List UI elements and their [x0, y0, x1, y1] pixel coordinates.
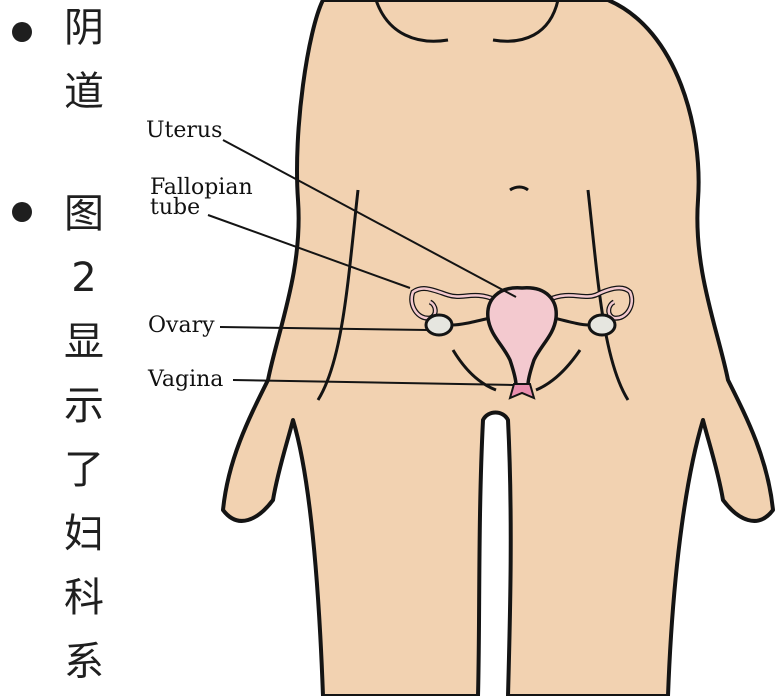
bullet-dot — [12, 202, 32, 222]
bullet-list: 阴道 图2显示了妇科系 — [0, 0, 120, 696]
label-tube: tube — [150, 195, 200, 220]
bullet-dot — [12, 22, 32, 42]
label-vagina: Vagina — [147, 367, 223, 392]
ovary-right — [589, 315, 615, 335]
bullet-text-vagina: 阴道 — [60, 0, 108, 124]
body-silhouette — [223, 0, 773, 696]
anatomy-diagram: Uterus Fallopian tube Ovary Vagina — [118, 0, 778, 696]
label-uterus: Uterus — [146, 118, 222, 143]
anatomy-figure: Uterus Fallopian tube Ovary Vagina — [118, 0, 778, 696]
ovary-left — [426, 315, 452, 335]
bullet-text-figure-caption: 图2显示了妇科系 — [60, 182, 108, 694]
label-ovary: Ovary — [148, 313, 215, 338]
